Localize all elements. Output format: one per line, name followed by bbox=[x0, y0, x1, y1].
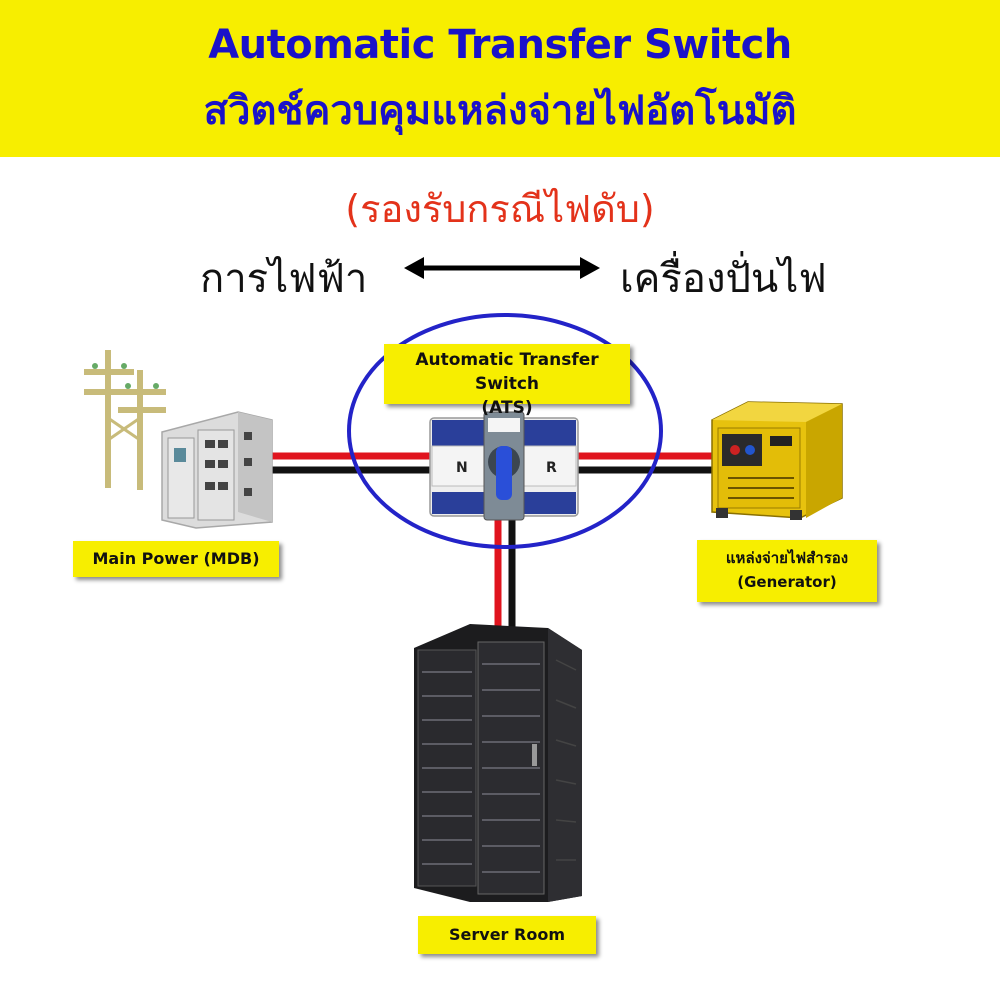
generator-icon bbox=[711, 401, 843, 520]
ats-label-abbrev: (ATS) bbox=[481, 398, 533, 418]
ats-label-title: Automatic Transfer Switch bbox=[415, 350, 599, 394]
subtitle: (รองรับกรณีไฟดับ) bbox=[345, 187, 655, 231]
cable-mdb-to-ats bbox=[270, 452, 432, 474]
ats-highlight-circle bbox=[347, 313, 663, 549]
cable-generator-to-ats bbox=[578, 452, 712, 474]
ats-unit-icon: N R bbox=[429, 411, 579, 521]
ats-label-box: Automatic Transfer Switch (ATS) bbox=[384, 344, 630, 418]
server-room-label: Server Room bbox=[418, 916, 596, 954]
header-banner bbox=[0, 0, 1000, 157]
generator-label-box: แหล่งจ่ายไฟสำรอง (Generator) bbox=[697, 540, 877, 602]
source-generator-label: เครื่องปั่นไฟ bbox=[620, 256, 827, 302]
cable-ats-to-server bbox=[494, 515, 516, 640]
server-rack-icon bbox=[414, 624, 582, 902]
utility-pole-icon bbox=[84, 350, 166, 490]
main-power-label: Main Power (MDB) bbox=[73, 541, 279, 577]
generator-label-english: (Generator) bbox=[737, 573, 837, 591]
title-thai: สวิตช์ควบคุมแหล่งจ่ายไฟอัตโนมัติ bbox=[203, 88, 797, 134]
generator-label-thai: แหล่งจ่ายไฟสำรอง bbox=[725, 549, 849, 567]
mdb-cabinet-icon bbox=[161, 411, 273, 529]
ats-port-r: R bbox=[546, 460, 557, 476]
title-english: Automatic Transfer Switch bbox=[208, 22, 792, 68]
source-utility-label: การไฟฟ้า bbox=[200, 256, 368, 302]
ats-port-n: N bbox=[456, 460, 468, 476]
double-arrow bbox=[404, 257, 600, 279]
